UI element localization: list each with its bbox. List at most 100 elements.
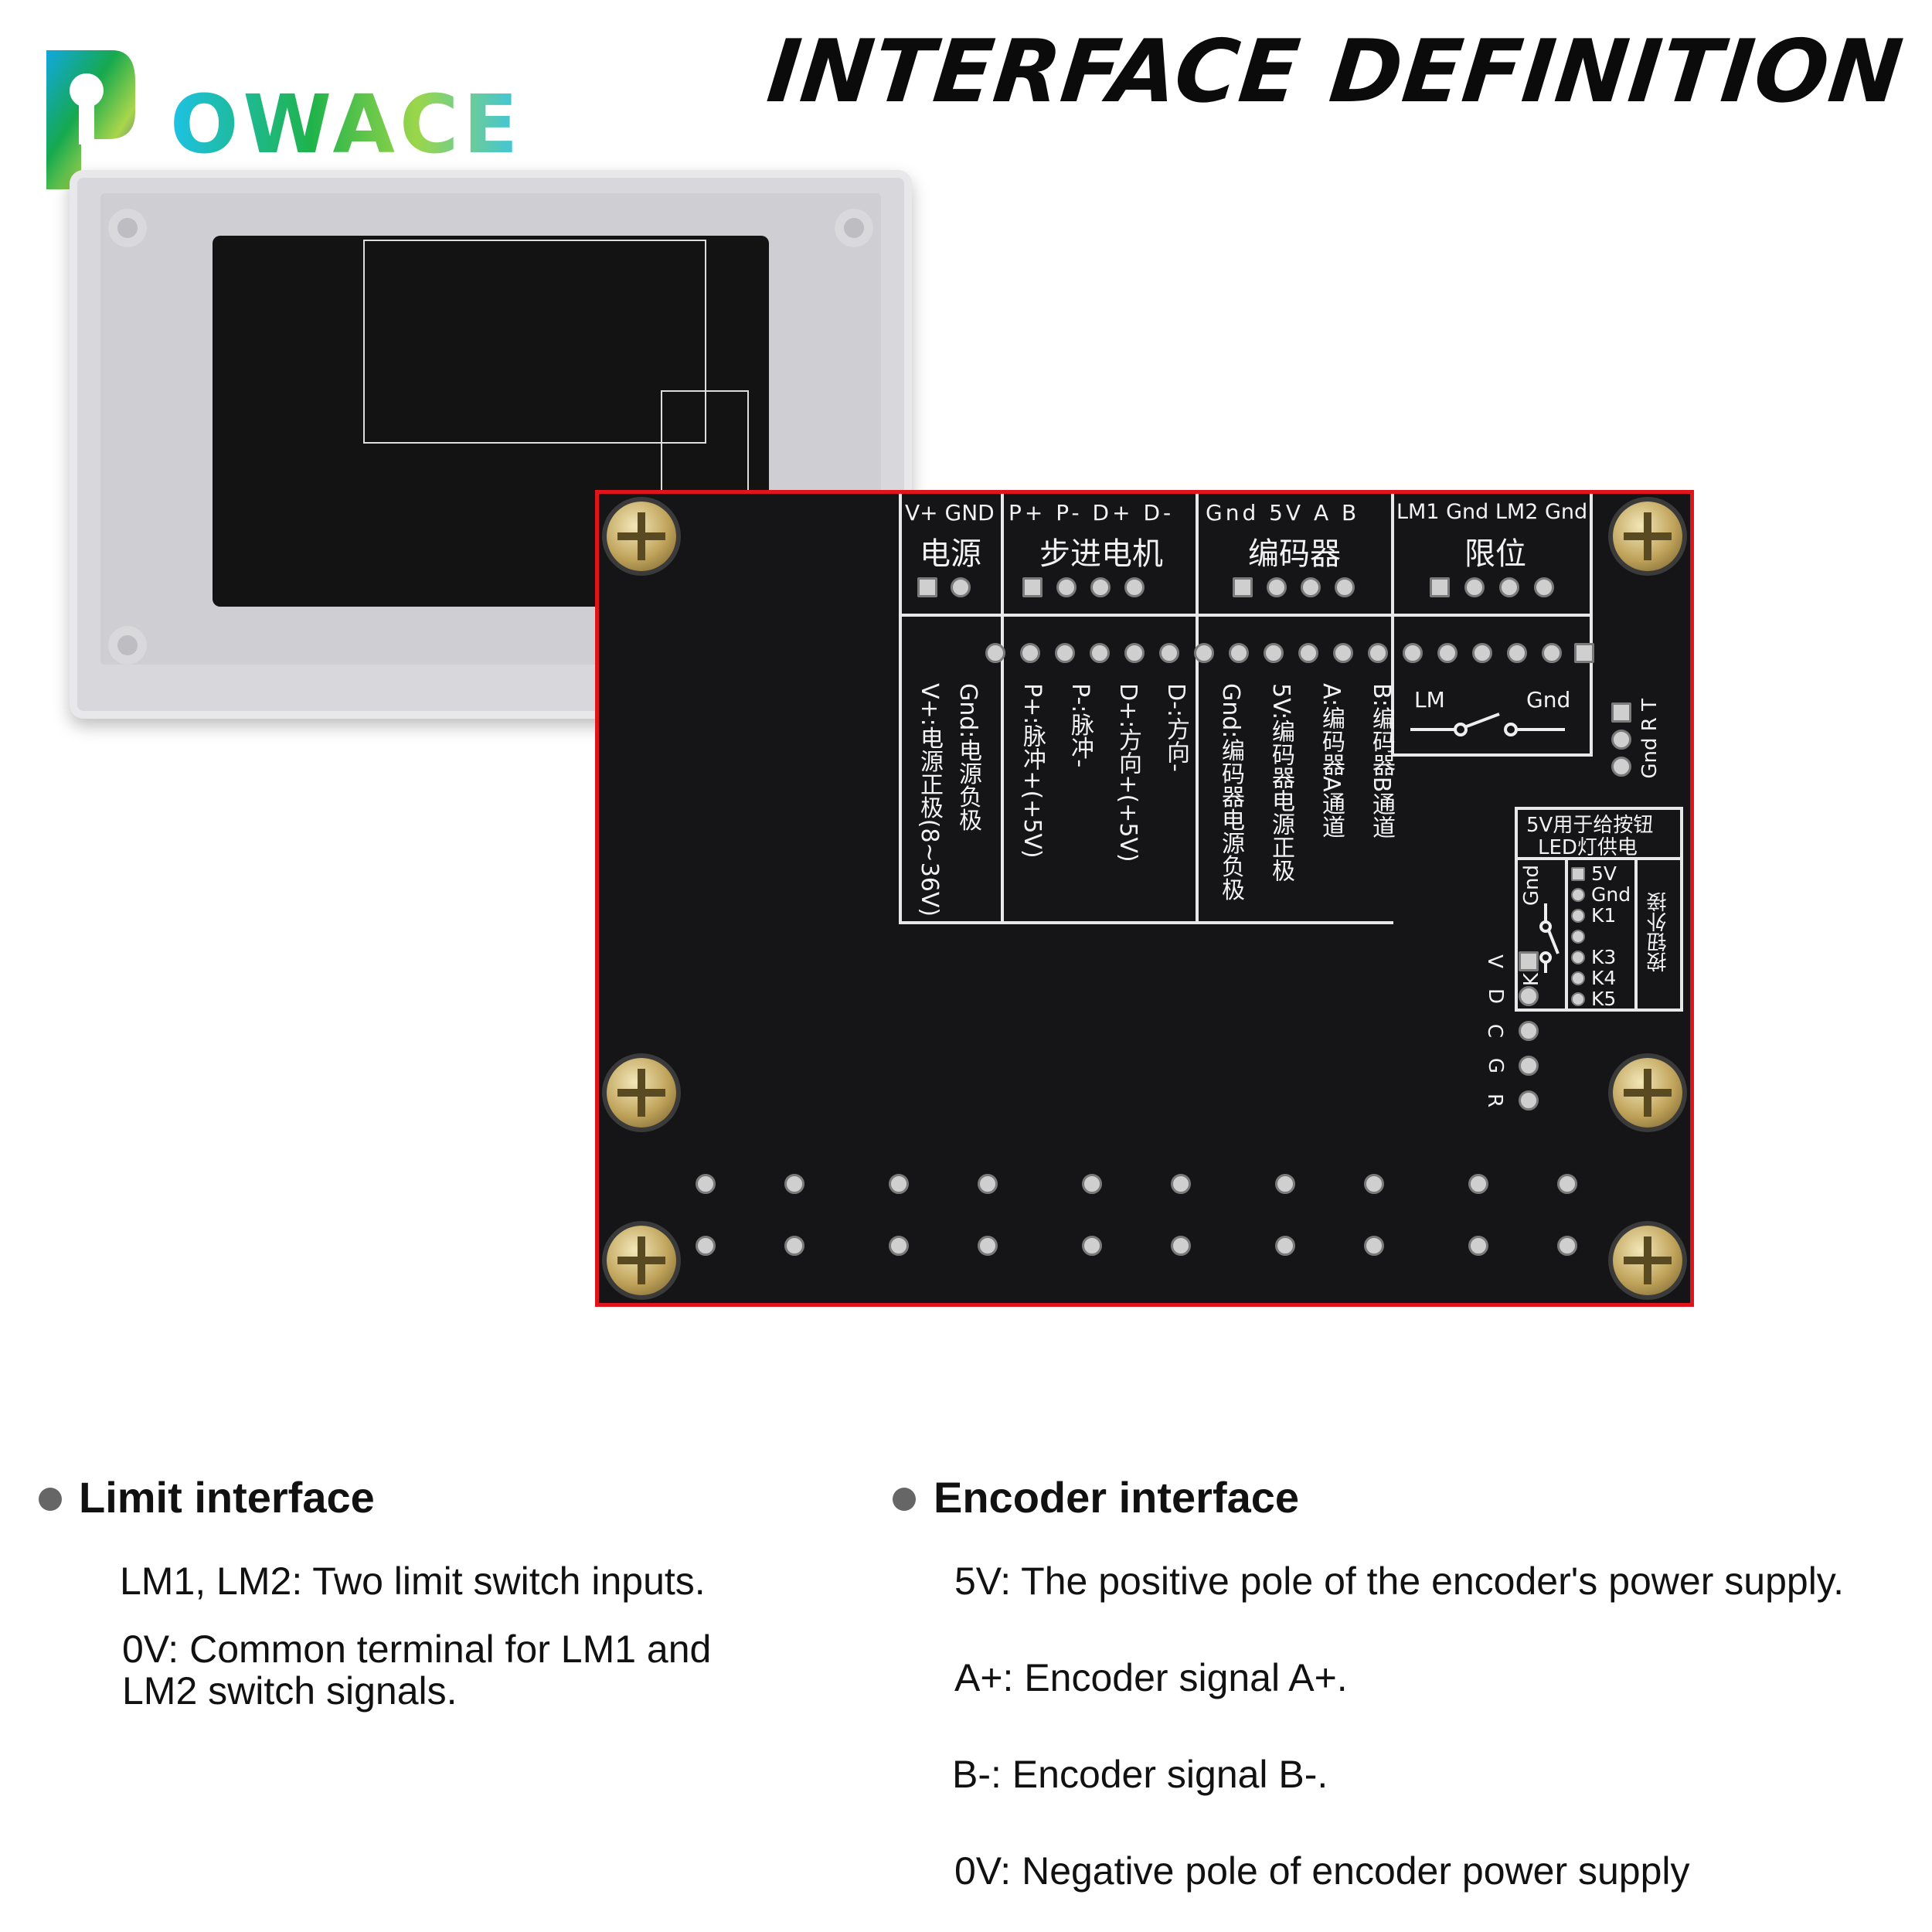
button-pin: Gnd	[1571, 883, 1631, 906]
button-box-title: LED灯供电	[1538, 836, 1638, 859]
pin	[1159, 643, 1179, 663]
grid-line	[1565, 857, 1568, 1012]
pin-desc: D-:方向-	[1162, 683, 1189, 772]
terminal-pin	[1534, 577, 1554, 597]
pin	[1333, 643, 1353, 663]
encoder-label: 编码器	[1248, 536, 1341, 572]
pin-desc: 5V:编码器电源正极	[1267, 683, 1294, 883]
logo-p-icon	[46, 50, 135, 189]
terminal-pin	[1301, 577, 1321, 597]
terminal-pin	[1233, 577, 1253, 597]
bullet-icon	[893, 1488, 916, 1511]
limit-line: LM2 switch signals.	[122, 1669, 457, 1713]
mount-hole	[835, 209, 873, 247]
terminal-pin	[1464, 577, 1485, 597]
grid-line	[1196, 494, 1199, 923]
page-title: INTERFACE DEFINITION	[763, 22, 1908, 122]
button-pin-list: 5V Gnd K1 K3 K4 K5	[1571, 862, 1631, 1010]
terminal-pin	[1430, 577, 1450, 597]
pin	[696, 1174, 716, 1194]
pin	[696, 1236, 716, 1256]
encoder-line: 0V: Negative pole of encoder power suppl…	[954, 1849, 1690, 1893]
zoomed-pcb: V+ GND 电源 P+ P- D+ D- 步进电机 Gnd 5V A B 编码…	[599, 494, 1690, 1303]
limit-label: 限位	[1464, 536, 1526, 572]
pin	[1082, 1174, 1102, 1194]
screw	[607, 1058, 676, 1128]
logo-text: OWACE	[170, 77, 523, 172]
grid-line	[1515, 857, 1683, 860]
button-switch-icon	[1539, 903, 1560, 973]
limit-header: LM1 Gnd LM2 Gnd	[1396, 500, 1588, 524]
pin	[784, 1236, 804, 1256]
power-label: 电源	[920, 536, 981, 572]
pin	[1264, 643, 1284, 663]
vdcgr-label: D	[1484, 988, 1508, 1005]
mount-hole	[108, 209, 147, 247]
pin	[1472, 643, 1492, 663]
terminal-pin	[1056, 577, 1077, 597]
limit-switch-icon	[1410, 713, 1565, 736]
pin-desc: Gnd:电源负极	[954, 683, 981, 832]
encoder-header: Gnd 5V A B	[1206, 500, 1360, 526]
pin	[1574, 643, 1594, 663]
pin	[1229, 643, 1249, 663]
pin	[1171, 1236, 1191, 1256]
screw	[1613, 1226, 1682, 1295]
terminal-pin	[917, 577, 937, 597]
button-box-title: 5V用于给按钮	[1526, 814, 1654, 837]
pin	[1055, 643, 1075, 663]
pin	[1275, 1236, 1295, 1256]
pin	[1364, 1174, 1384, 1194]
pin-desc: P+:脉冲+(+5V)	[1019, 683, 1046, 859]
pin	[1542, 643, 1562, 663]
limit-line: LM1, LM2: Two limit switch inputs.	[120, 1560, 706, 1603]
encoder-heading: Encoder interface	[934, 1473, 1300, 1522]
pin	[1611, 730, 1631, 750]
grid-line	[1001, 494, 1004, 923]
button-pin: K3	[1571, 946, 1631, 968]
pin	[889, 1236, 909, 1256]
grid-line	[1590, 494, 1593, 757]
limit-heading: Limit interface	[79, 1473, 375, 1522]
pin	[889, 1174, 909, 1194]
pin	[1020, 643, 1040, 663]
pin-desc: P-:脉冲-	[1066, 683, 1094, 768]
grid-line	[1391, 753, 1592, 757]
limit-gnd-label: Gnd	[1526, 687, 1571, 713]
pin	[978, 1236, 998, 1256]
pin-desc: A:编码器A通道	[1318, 683, 1345, 838]
pin	[1368, 643, 1388, 663]
pin	[1557, 1236, 1577, 1256]
grid-line	[1634, 857, 1638, 1012]
grid-line	[1391, 494, 1394, 757]
terminal-pin	[951, 577, 971, 597]
pin	[1437, 643, 1458, 663]
pin	[1298, 643, 1318, 663]
pin	[978, 1174, 998, 1194]
pin	[1275, 1174, 1295, 1194]
pin	[1171, 1174, 1191, 1194]
encoder-line: 5V: The positive pole of the encoder's p…	[954, 1560, 1844, 1603]
pin	[1090, 643, 1110, 663]
grid-line	[899, 614, 1592, 617]
button-pin	[1571, 926, 1631, 947]
pin	[1364, 1236, 1384, 1256]
pin	[1194, 643, 1214, 663]
pin	[1611, 702, 1631, 723]
vdcgr-label: G	[1484, 1057, 1508, 1074]
terminal-pin	[1335, 577, 1355, 597]
pin	[1611, 757, 1631, 777]
pin-desc: Gnd:编码器电源负极	[1217, 683, 1244, 901]
pin	[1507, 643, 1527, 663]
pin	[1519, 986, 1539, 1006]
pin	[1519, 1056, 1539, 1076]
bullet-icon	[39, 1488, 62, 1511]
screw	[607, 1226, 676, 1295]
brand-logo: OWACE	[39, 43, 518, 197]
grid-line	[899, 494, 902, 923]
button-pin: K5	[1571, 988, 1631, 1010]
screw	[607, 502, 676, 571]
pin	[1519, 1021, 1539, 1041]
pin	[1468, 1174, 1488, 1194]
terminal-pin	[1124, 577, 1145, 597]
